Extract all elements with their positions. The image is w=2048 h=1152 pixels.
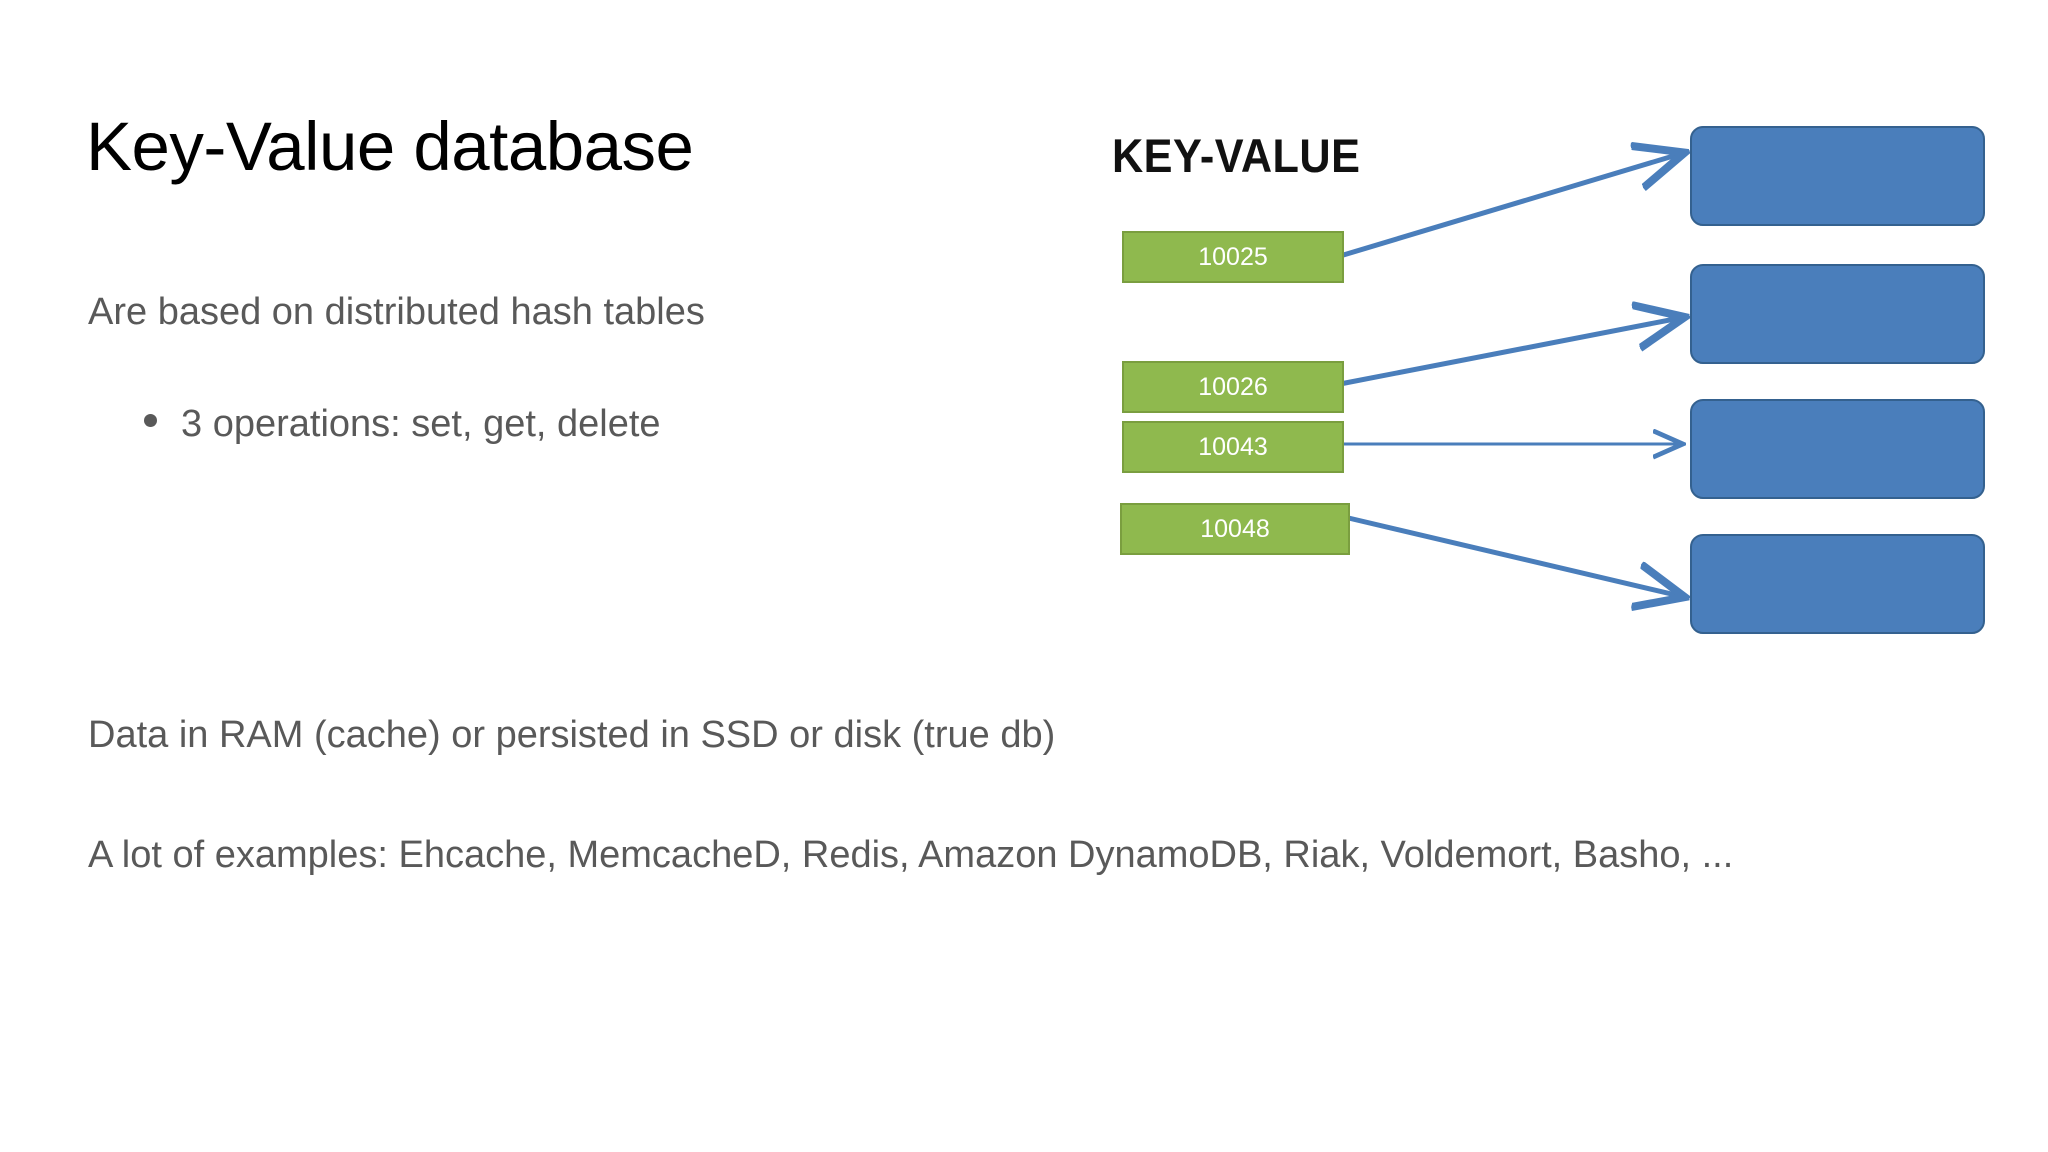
key-box-2[interactable]: 10026 — [1122, 361, 1344, 413]
key-box-4[interactable]: 10048 — [1120, 503, 1350, 555]
key-box-1-label: 10025 — [1198, 242, 1268, 271]
storage-paragraph: Data in RAM (cache) or persisted in SSD … — [88, 714, 1056, 756]
examples-paragraph: A lot of examples: Ehcache, MemcacheD, R… — [88, 834, 1734, 876]
lead-paragraph: Are based on distributed hash tables — [88, 291, 705, 333]
key-box-3[interactable]: 10043 — [1122, 421, 1344, 473]
key-value-diagram: KEY-VALUE 10025 10026 10043 10048 — [1100, 96, 2030, 666]
bullet-list-item: 3 operations: set, get, delete — [144, 403, 661, 446]
diagram-heading: KEY-VALUE — [1112, 129, 1361, 182]
value-box-1[interactable] — [1690, 126, 1985, 226]
key-box-4-label: 10048 — [1200, 514, 1270, 543]
value-box-3[interactable] — [1690, 399, 1985, 499]
key-box-1[interactable]: 10025 — [1122, 231, 1344, 283]
value-box-2[interactable] — [1690, 264, 1985, 364]
key-box-2-label: 10026 — [1198, 372, 1268, 401]
page-title: Key-Value database — [86, 108, 694, 185]
bullet-dot-icon — [144, 414, 157, 427]
key-box-3-label: 10043 — [1198, 432, 1268, 461]
arrow-10048-to-value-4 — [1339, 513, 1680, 596]
value-box-4[interactable] — [1690, 534, 1985, 634]
connector-arrows-group — [1339, 96, 2030, 666]
bullet-item-label: 3 operations: set, get, delete — [181, 403, 661, 445]
arrow-10026-to-value-2 — [1339, 318, 1680, 387]
arrow-10025-to-value-1 — [1339, 154, 1680, 259]
